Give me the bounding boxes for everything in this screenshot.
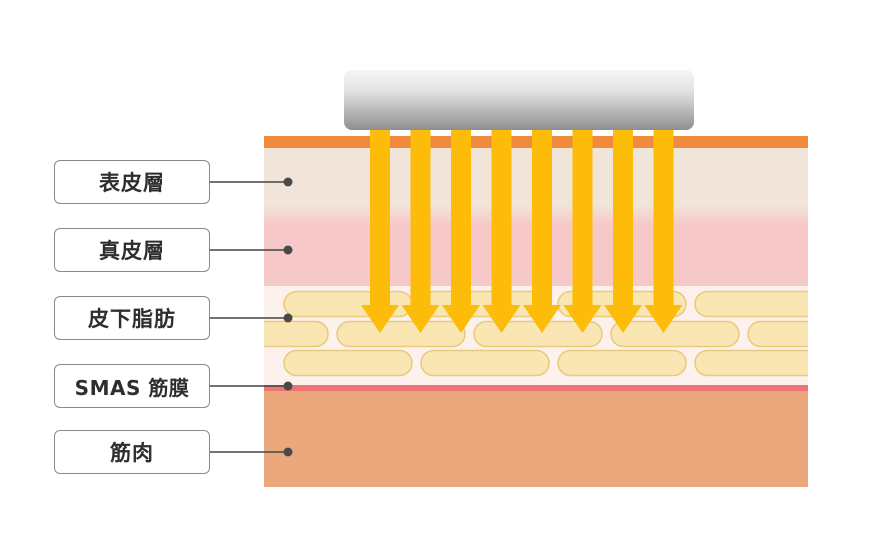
fat-cell bbox=[747, 320, 808, 348]
fat-cell bbox=[694, 349, 808, 377]
connector-lines bbox=[210, 181, 288, 453]
fat-cell bbox=[694, 290, 808, 318]
label-epidermis-text: 表皮層 bbox=[99, 171, 165, 195]
smas-fascia-line bbox=[264, 385, 808, 391]
label-smas-fascia: SMAS 筋膜 bbox=[54, 364, 210, 408]
energy-arrow-icon bbox=[604, 126, 642, 333]
label-muscle: 筋肉 bbox=[54, 430, 210, 474]
energy-arrow-icon bbox=[401, 126, 440, 333]
label-dermis: 真皮層 bbox=[54, 228, 210, 272]
fat-cell bbox=[264, 320, 329, 348]
label-subcutaneous-fat-text: 皮下脂肪 bbox=[88, 307, 176, 331]
label-dermis-text: 真皮層 bbox=[99, 239, 165, 263]
fat-cell bbox=[557, 349, 687, 377]
label-epidermis: 表皮層 bbox=[54, 160, 210, 204]
label-subcutaneous-fat: 皮下脂肪 bbox=[54, 296, 210, 340]
probe-head-icon bbox=[344, 70, 694, 130]
energy-arrow-icon bbox=[523, 126, 561, 333]
energy-arrow-icon bbox=[361, 126, 399, 333]
label-muscle-text: 筋肉 bbox=[110, 441, 154, 465]
muscle-layer bbox=[264, 391, 808, 487]
energy-arrows bbox=[361, 126, 683, 333]
energy-arrow-icon bbox=[482, 126, 521, 333]
energy-arrow-icon bbox=[644, 126, 683, 333]
energy-arrow-icon bbox=[563, 126, 602, 333]
fat-cell bbox=[610, 320, 740, 348]
fat-cell bbox=[420, 349, 550, 377]
fat-cell bbox=[336, 320, 466, 348]
label-smas-fascia-text: SMAS 筋膜 bbox=[74, 375, 190, 400]
connector-dots bbox=[283, 177, 293, 457]
fat-cell bbox=[283, 349, 413, 377]
energy-arrow-icon bbox=[442, 126, 480, 333]
